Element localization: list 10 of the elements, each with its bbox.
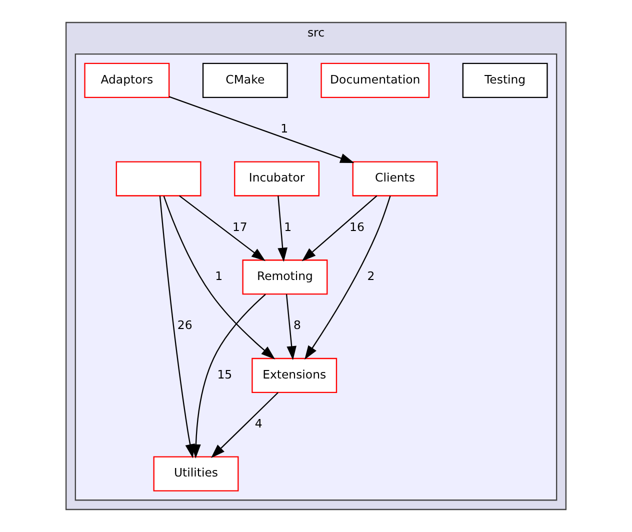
edge-label: 1 bbox=[215, 269, 223, 284]
edge-label: 15 bbox=[217, 367, 232, 382]
edge-label: 8 bbox=[294, 318, 301, 332]
edge-label: 4 bbox=[254, 416, 262, 431]
edge-label: 1 bbox=[280, 122, 288, 136]
edge-label: 2 bbox=[367, 269, 375, 284]
edge-label: 1 bbox=[284, 220, 292, 234]
edge-label: 17 bbox=[232, 220, 248, 234]
edge-label: 26 bbox=[177, 318, 192, 332]
edge-label: 16 bbox=[350, 220, 364, 234]
